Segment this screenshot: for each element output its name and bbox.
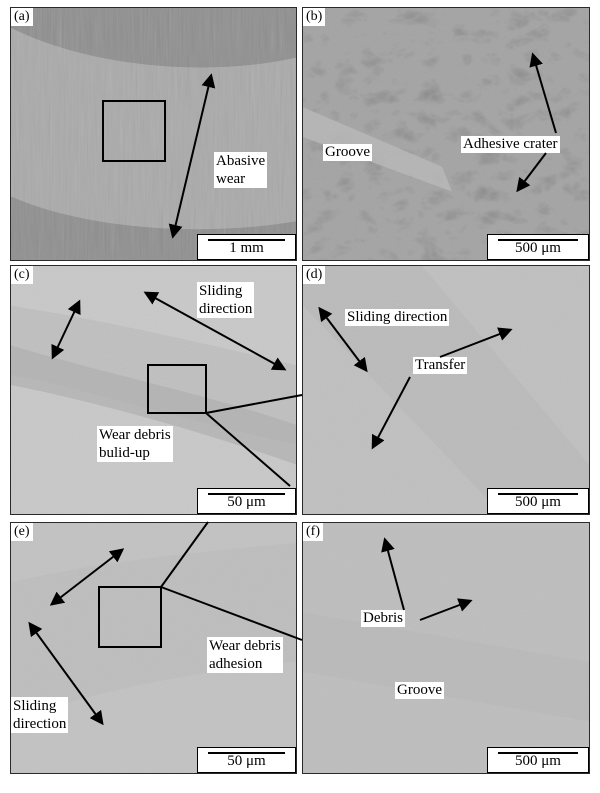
panel-e: (e) Wear debris adhesion Sliding directi… (10, 522, 297, 774)
panel-e-scale-bar: 50 μm (197, 747, 296, 773)
panel-c-label: (c) (11, 266, 33, 284)
debris-label: Debris (361, 610, 405, 627)
groove-label: Groove (323, 144, 372, 161)
panel-c-scale-bar: 50 μm (197, 488, 296, 514)
adhesive-crater-label: Adhesive crater (461, 136, 560, 153)
panel-a: (a) Abasive wear 1 mm (10, 7, 297, 261)
sliding-direction-label-c: Sliding direction (197, 282, 255, 318)
panel-f: (f) Debris Groove 500 μm (302, 522, 590, 774)
panel-a-micrograph (11, 8, 296, 260)
panel-c: (c) Sliding direction Wear debris bulid-… (10, 265, 297, 515)
panel-f-scale-bar: 500 μm (487, 747, 589, 773)
panel-a-scale-bar: 1 mm (197, 234, 296, 260)
panel-a-label: (a) (11, 8, 33, 26)
panel-e-label: (e) (11, 523, 33, 541)
panel-d-label: (d) (303, 266, 326, 284)
panel-b-scale-bar: 500 μm (487, 234, 589, 260)
panel-b-label: (b) (303, 8, 326, 26)
groove-label-f: Groove (395, 682, 444, 699)
panel-b: (b) Groove Adhesive crater 500 μm (302, 7, 590, 261)
panel-d-scale-bar: 500 μm (487, 488, 589, 514)
panel-d-micrograph (303, 266, 589, 514)
panel-f-label: (f) (303, 523, 323, 541)
sliding-direction-label-e: Sliding direction (11, 697, 69, 733)
panel-f-micrograph (303, 523, 589, 773)
abrasive-wear-label: Abasive wear (214, 152, 268, 188)
wear-debris-adhesion-label: Wear debris adhesion (207, 637, 283, 673)
panel-d: (d) Sliding direction Transfer 500 μm (302, 265, 590, 515)
wear-debris-buildup-label: Wear debris bulid-up (97, 426, 173, 462)
panel-b-micrograph (303, 8, 589, 260)
transfer-label: Transfer (413, 357, 468, 374)
sliding-direction-label-d: Sliding direction (345, 309, 450, 326)
